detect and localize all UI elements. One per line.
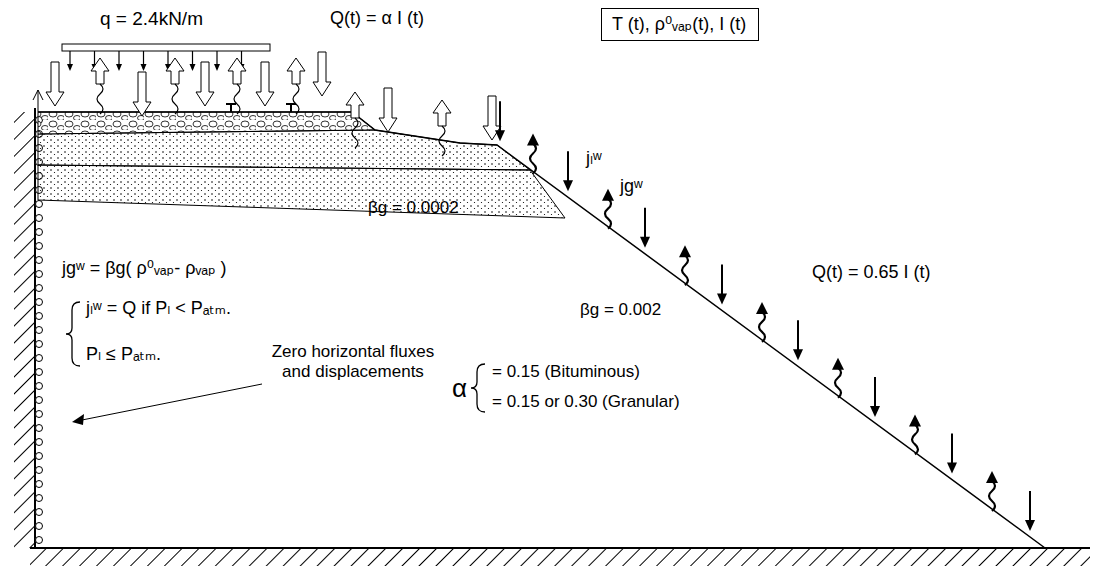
- liquid-flux-symbol: jₗʷ: [586, 148, 602, 169]
- alpha-value: = 0.15 (Bituminous): [492, 362, 640, 382]
- transfer-coefficient: βg = 0.0002: [368, 198, 459, 218]
- vapour-flux-equation: jgʷ = βg( ρ⁰ᵥₐₚ- ρᵥₐₚ ): [62, 258, 227, 279]
- flux-formula: Q(t) = 0.65 I (t): [812, 262, 931, 283]
- pressure-condition: Pₗ ≤ Pₐₜₘ.: [86, 344, 161, 365]
- alpha-symbol: α: [452, 374, 467, 404]
- liquid-flux-condition: jₗʷ = Q if Pₗ < Pₐₜₘ.: [86, 298, 231, 319]
- flux-formula: Q(t) = α I (t): [330, 8, 424, 29]
- alpha-value: = 0.15 or 0.30 (Granular): [492, 392, 680, 412]
- variables-box: T (t), ρ⁰ᵥₐₚ(t), I (t): [601, 8, 759, 41]
- box-text: T (t), ρ⁰ᵥₐₚ(t), I (t): [612, 13, 748, 35]
- boundary-note: Zero horizontal fluxes and displacements: [268, 342, 438, 381]
- gas-flux-symbol: jgʷ: [620, 176, 643, 197]
- transfer-coefficient: βg = 0.002: [580, 300, 661, 320]
- load-label: q = 2.4kN/m: [100, 8, 203, 30]
